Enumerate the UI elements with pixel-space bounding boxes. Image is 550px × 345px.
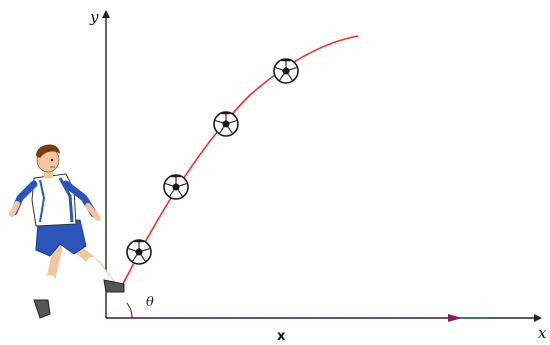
angle-label: θ (146, 295, 154, 310)
soccer-ball-icon (272, 57, 300, 85)
soccer-player-icon (9, 144, 125, 319)
displacement-label: x (277, 329, 286, 344)
y-axis-label: y (89, 8, 99, 26)
soccer-ball-icon (162, 173, 190, 201)
trajectory-curve (119, 35, 359, 291)
angle-arc (126, 302, 133, 319)
x-axis-label: x (538, 324, 547, 342)
displacement-arrowhead (448, 314, 462, 322)
soccer-ball-icon (212, 110, 240, 138)
soccer-ball-icon (125, 238, 153, 266)
